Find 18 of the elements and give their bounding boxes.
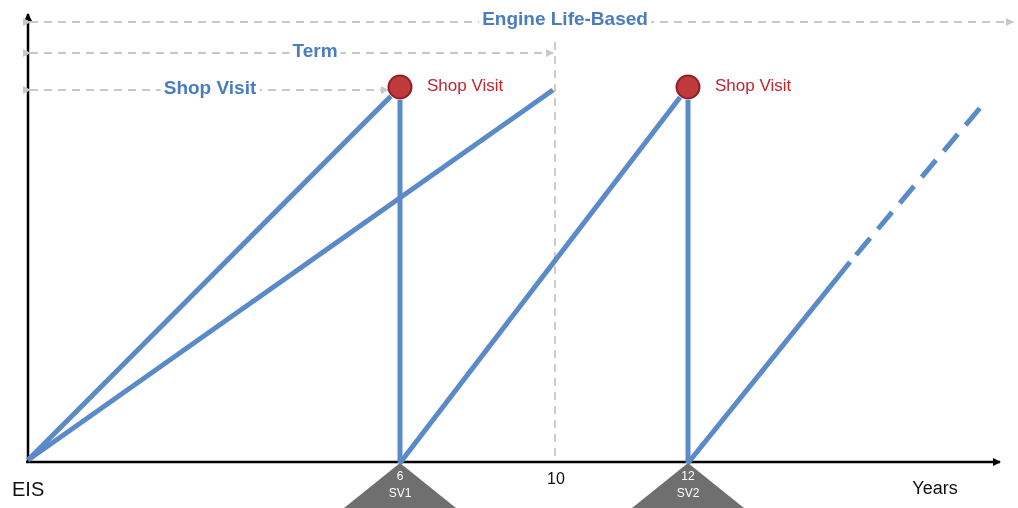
milestone-triangle [344,463,456,508]
axis-title: Years [912,478,958,499]
connector-line [685,100,691,463]
shop-visit-code: SV1 [388,486,412,500]
axis-origin-label: EIS [12,478,45,501]
tick-label: 10 [547,470,565,488]
shop-visit-code: SV2 [676,486,700,500]
year-number: 6 [396,469,404,483]
shop-visit-label: Shop Visit [715,76,792,96]
milestone-triangle [632,463,744,508]
shop-visit-marker [387,74,413,100]
connector-line [686,260,852,465]
connector-line [397,100,403,463]
connector-line [26,94,393,462]
year-number: 12 [681,469,695,483]
shop-visit-marker [675,74,701,100]
shop-visit-label: Shop Visit [427,76,504,96]
connector-line [398,95,683,465]
